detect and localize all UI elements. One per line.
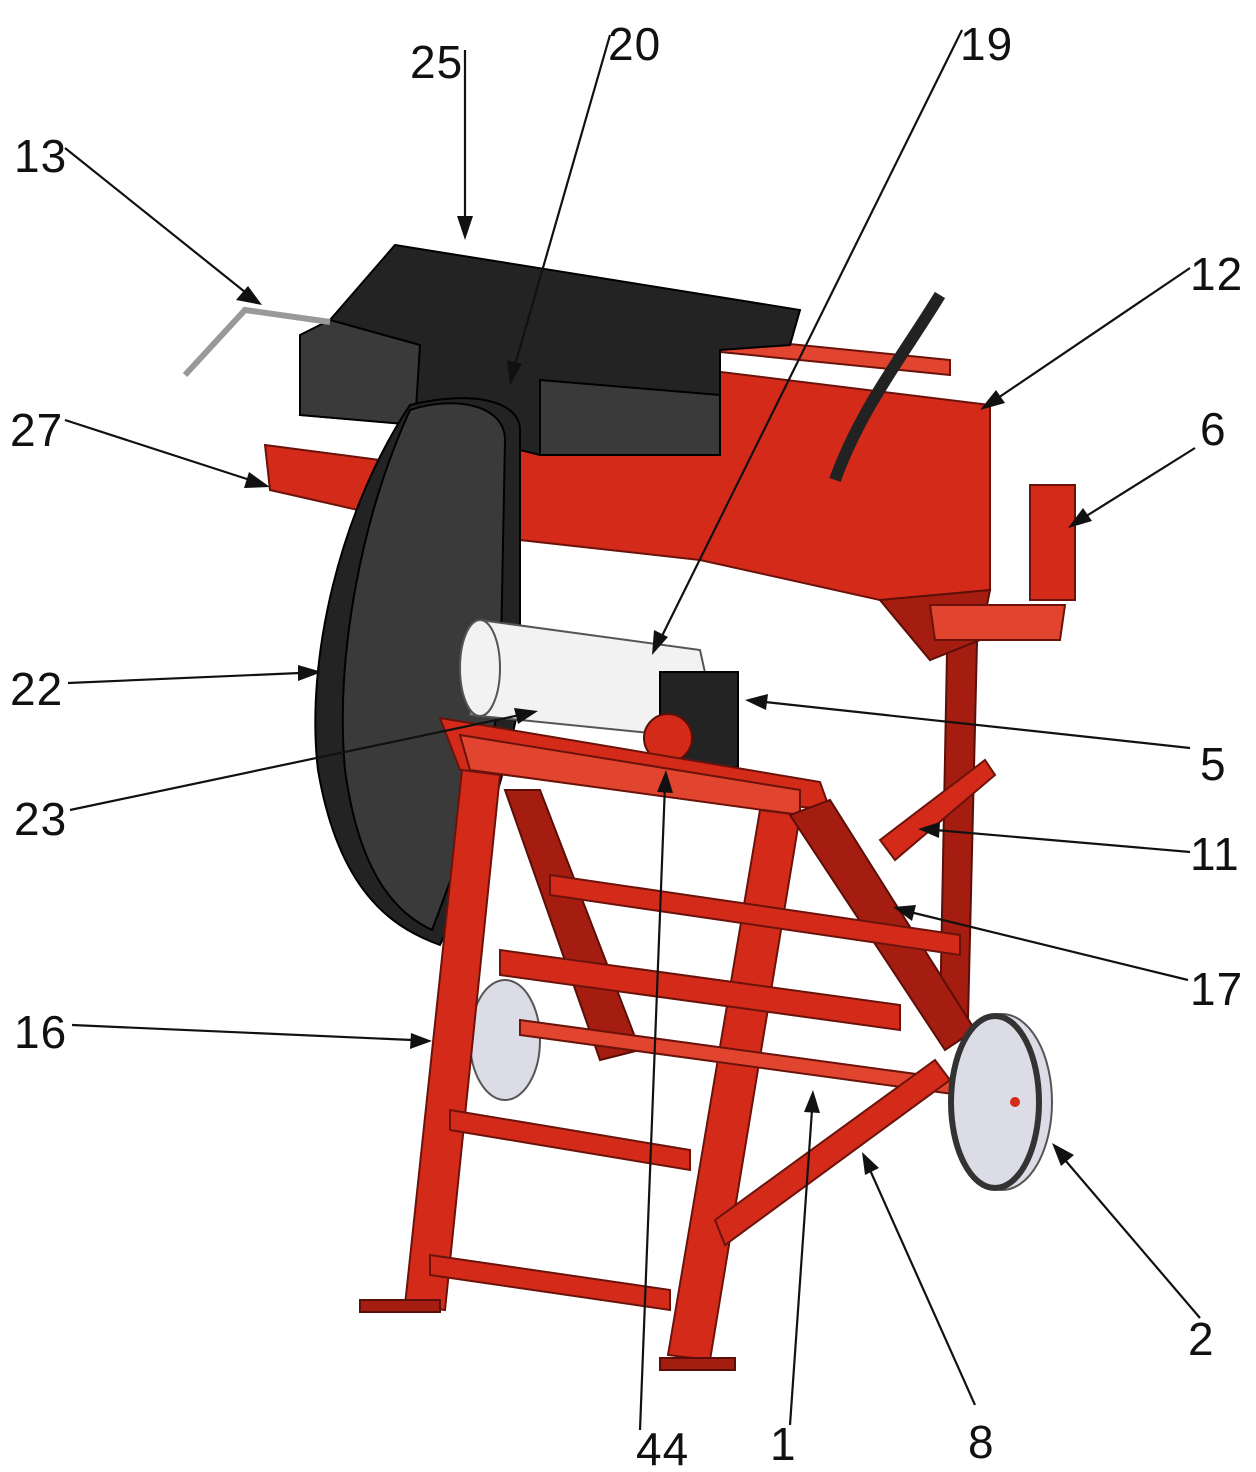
leader-13	[64, 147, 256, 301]
label-27: 27	[10, 404, 63, 456]
arrowhead-23	[514, 708, 538, 724]
label-13: 13	[14, 130, 67, 182]
foot-left	[359, 1299, 441, 1313]
crossbar-middle	[499, 948, 901, 1032]
label-11: 11	[1190, 828, 1240, 880]
arrowhead-20	[507, 360, 522, 385]
label-22: 22	[10, 663, 63, 715]
label-8: 8	[968, 1416, 995, 1468]
crossbar-upper	[549, 873, 961, 957]
right-guard	[1029, 484, 1076, 601]
arrowhead-25	[457, 216, 473, 240]
label-17: 17	[1190, 963, 1243, 1015]
arrowhead-16	[410, 1033, 432, 1049]
label-19: 19	[960, 18, 1013, 70]
saw-blade	[469, 979, 541, 1101]
wheel-hub	[1010, 1097, 1020, 1107]
arrowhead-11	[918, 822, 940, 838]
arrowhead-17	[893, 905, 916, 921]
leader-lines	[64, 29, 1201, 1431]
label-20: 20	[608, 18, 661, 70]
foot-right	[659, 1357, 736, 1371]
leader-6	[1079, 447, 1196, 521]
arrowhead-2	[1052, 1143, 1074, 1166]
saw-machine-drawing	[182, 243, 1076, 1371]
arrowhead-5	[745, 694, 768, 710]
leader-17	[909, 910, 1189, 982]
lever-arm	[878, 758, 997, 862]
arrowhead-8	[862, 1152, 879, 1175]
leader-20	[513, 34, 612, 366]
label-25: 25	[410, 36, 463, 88]
leader-11	[934, 828, 1191, 854]
arrowhead-19	[652, 630, 668, 655]
arrowhead-1	[804, 1090, 820, 1113]
leader-16	[71, 1023, 413, 1042]
leader-12	[994, 267, 1191, 401]
leader-22	[67, 671, 301, 685]
front-leg-left	[403, 768, 502, 1312]
leader-5	[764, 700, 1191, 750]
front-leg-right	[666, 808, 802, 1362]
arrowhead-44	[657, 770, 673, 793]
arrowhead-27	[244, 472, 270, 488]
arrowhead-6	[1068, 508, 1092, 528]
reference-numerals: 13 25 20 19 12 27 6 22 5 23 11 17 16 2 4…	[10, 18, 1243, 1472]
leader-44	[638, 784, 667, 1431]
curved-lever	[829, 291, 946, 483]
leader-27	[64, 418, 251, 482]
label-16: 16	[14, 1006, 67, 1058]
leader-1	[788, 1109, 814, 1426]
push-handle	[182, 306, 331, 378]
arrowhead-12	[980, 390, 1005, 410]
black-cover-right	[539, 378, 721, 456]
label-44: 44	[636, 1423, 689, 1472]
leader-2	[1064, 1159, 1201, 1319]
arrowhead-22	[298, 665, 322, 681]
leader-23	[69, 713, 521, 812]
crossbar-step-1	[449, 1108, 691, 1172]
crossbar-step-2	[429, 1253, 671, 1312]
label-6: 6	[1200, 403, 1227, 455]
arrowhead-13	[236, 286, 262, 305]
label-23: 23	[14, 793, 67, 845]
label-2: 2	[1188, 1313, 1215, 1365]
right-tray	[928, 604, 1067, 641]
wheel-tire	[948, 1013, 1042, 1191]
leader-19	[659, 29, 963, 641]
label-1: 1	[770, 1418, 797, 1470]
motor-end	[459, 619, 501, 717]
label-5: 5	[1200, 738, 1227, 790]
label-12: 12	[1190, 248, 1243, 300]
leader-8	[868, 1169, 977, 1406]
